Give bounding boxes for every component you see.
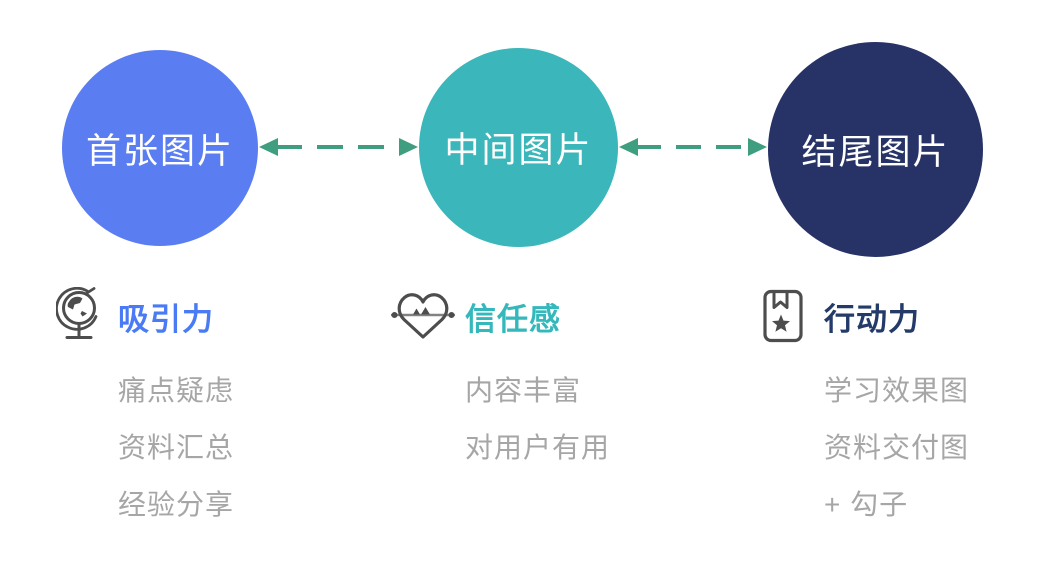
double-arrow-connector xyxy=(617,133,769,161)
circle-first-image: 首张图片 xyxy=(62,50,258,246)
circle-ending-image: 结尾图片 xyxy=(768,42,983,257)
list-item: 经验分享 xyxy=(118,489,235,520)
circle-label: 结尾图片 xyxy=(801,133,950,172)
list-item: 痛点疑虑 xyxy=(118,375,235,406)
book-icon xyxy=(762,287,824,345)
double-arrow-icon xyxy=(619,138,767,156)
list-item: 学习效果图 xyxy=(824,375,970,406)
column-action: 行动力 学习效果图 资料交付图 + 勾子 xyxy=(762,286,969,533)
list-item: 资料交付图 xyxy=(824,432,970,463)
circle-middle-image: 中间图片 xyxy=(419,48,618,247)
list-item: + 勾子 xyxy=(824,489,909,520)
bullet-list: 痛点疑虑 资料汇总 经验分享 xyxy=(118,362,234,533)
globe-icon xyxy=(56,287,118,345)
heart-icon xyxy=(391,289,465,343)
column-heading: 行动力 xyxy=(824,301,920,337)
double-arrow-icon xyxy=(259,138,418,156)
column-header: 信任感 xyxy=(391,286,610,346)
circle-label: 首张图片 xyxy=(85,131,234,171)
column-trust: 信任感 内容丰富 对用户有用 xyxy=(391,286,610,476)
column-heading: 信任感 xyxy=(465,301,561,337)
list-item: 内容丰富 xyxy=(465,375,582,406)
column-attraction: 吸引力 痛点疑虑 资料汇总 经验分享 xyxy=(56,286,234,533)
bullet-list: 内容丰富 对用户有用 xyxy=(465,362,610,476)
bullet-list: 学习效果图 资料交付图 + 勾子 xyxy=(824,362,969,533)
column-header: 行动力 xyxy=(762,286,969,346)
circle-label: 中间图片 xyxy=(444,131,593,170)
list-item: 资料汇总 xyxy=(118,432,235,463)
double-arrow-connector xyxy=(257,133,420,161)
column-header: 吸引力 xyxy=(56,286,234,346)
column-heading: 吸引力 xyxy=(118,301,214,337)
list-item: 对用户有用 xyxy=(465,432,611,463)
